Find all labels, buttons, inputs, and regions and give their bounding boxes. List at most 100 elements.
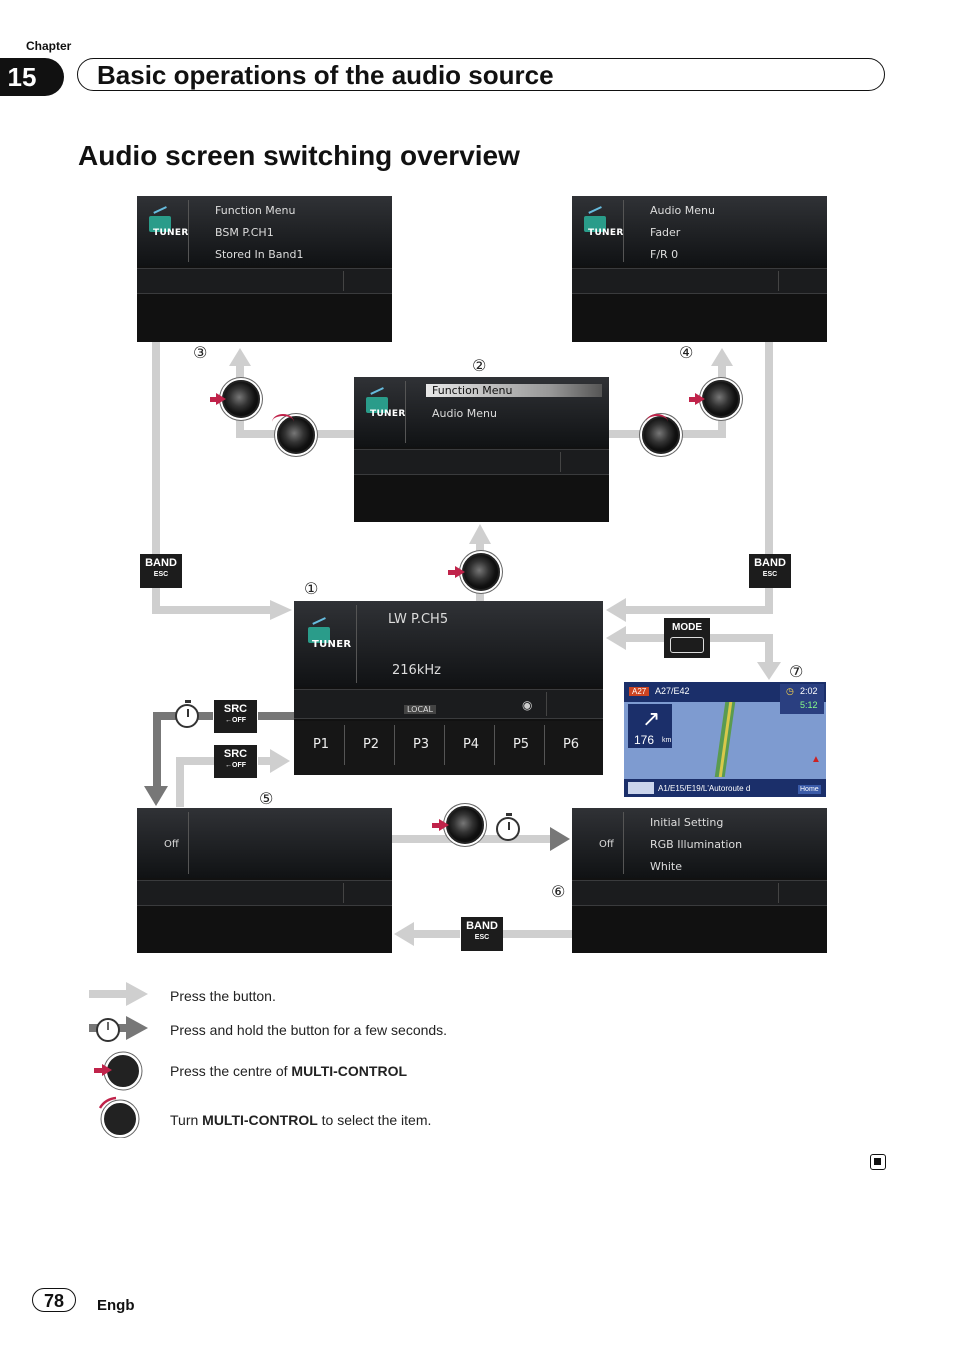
tuner-label: TUNER: [312, 639, 352, 650]
distance: 176: [634, 733, 655, 747]
red-arrow-stem: [448, 570, 456, 575]
menu-line: Audio Menu: [650, 204, 715, 217]
off-label: Off: [599, 839, 614, 850]
chapter-title: Basic operations of the audio source: [77, 58, 885, 91]
esc-label: ESC: [153, 571, 169, 578]
legend-turn-red-arc: [98, 1096, 117, 1109]
preset-button[interactable]: P1: [298, 725, 345, 765]
red-arrow-icon: [695, 393, 705, 405]
chapter-label: Chapter: [26, 39, 72, 53]
remaining-time: 5:12: [800, 700, 818, 710]
home-button[interactable]: Home: [798, 785, 821, 794]
menu-line: Fader: [650, 226, 681, 239]
screen-function-menu-bsm: TUNER Function Menu BSM P.CH1 Stored In …: [137, 196, 392, 342]
legend-turn-knob-ring: [100, 1099, 140, 1138]
rotation-arrow-icon: [272, 414, 294, 430]
end-of-section-icon: [870, 1154, 886, 1170]
timer-icon: [175, 700, 199, 728]
section-title: Audio screen switching overview: [78, 140, 520, 171]
legend-bold: MULTI-CONTROL: [202, 1112, 318, 1128]
tuner-label: TUNER: [370, 409, 406, 419]
legend-turn: Turn MULTI-CONTROL to select the item.: [170, 1112, 431, 1128]
menu-line: RGB Illumination: [650, 838, 743, 851]
turn-arrow-icon: ↗: [642, 706, 661, 731]
band-esc-button[interactable]: BAND ESC: [749, 554, 791, 588]
screen-navigation: A27 A27/E42 ◷ 2:02 5:12 ↗ 176 km ▲ A1/E1…: [624, 682, 826, 797]
tuner-label: TUNER: [588, 228, 624, 238]
src-label: SRC: [223, 748, 248, 760]
chapter-number-text: 15: [7, 62, 37, 92]
off-label: ←OFF: [225, 762, 246, 769]
preset-button[interactable]: P6: [562, 737, 580, 752]
menu-line-selected: Function Menu: [426, 384, 602, 397]
clock-icon: ◷: [786, 686, 794, 696]
arrowhead: [757, 662, 781, 680]
step-marker: ①: [304, 581, 319, 598]
arrowhead: [229, 348, 251, 366]
legend-icons: [89, 982, 148, 1138]
legend-press-centre: Press the centre of MULTI-CONTROL: [170, 1063, 407, 1079]
red-arrow-stem: [689, 397, 697, 402]
screen-off: Off: [137, 808, 392, 953]
tuner-label: TUNER: [153, 228, 189, 238]
legend-press: Press the button.: [170, 988, 276, 1004]
red-arrow-stem: [432, 823, 440, 828]
red-arrow-icon: [455, 566, 465, 578]
arrival-time: 2:02: [800, 686, 818, 696]
preset-button[interactable]: P2: [348, 725, 395, 765]
multi-control-press-icon: [702, 380, 740, 418]
screen-audio-menu-fader: TUNER Audio Menu Fader F/R 0: [572, 196, 827, 342]
legend-press-arrowhead: [126, 982, 148, 1006]
preset-button[interactable]: P3: [398, 725, 445, 765]
arrowhead: [469, 524, 491, 544]
legend-hold-arrowhead: [126, 1016, 148, 1040]
arrowhead: [711, 348, 733, 366]
arrowhead: [144, 786, 168, 806]
frequency: 216kHz: [392, 663, 441, 678]
menu-line: Stored In Band1: [215, 248, 304, 261]
screen-tuner-main: TUNER LW P.CH5 216kHz LOCAL ◉ P1 P2 P3 P…: [294, 601, 603, 775]
esc-label: ESC: [762, 571, 778, 578]
street-name: A1/E15/E19/L'Autoroute d: [658, 784, 751, 793]
src-off-button[interactable]: SRC ←OFF: [214, 745, 257, 778]
multi-control-press-icon: [222, 380, 260, 418]
mode-key-icon: [670, 637, 704, 653]
screen-initial-setting: Off Initial Setting RGB Illumination Whi…: [572, 808, 827, 953]
preset-button[interactable]: P4: [448, 725, 495, 765]
band-esc-button[interactable]: BAND ESC: [140, 554, 182, 588]
menu-line: F/R 0: [650, 248, 679, 261]
step-marker: ⑦: [789, 664, 804, 681]
legend-turn-knob: [102, 1101, 138, 1137]
esc-label: ESC: [474, 934, 490, 941]
distance-unit: km: [662, 737, 672, 744]
red-arrow-icon: [439, 819, 449, 831]
mode-label: MODE: [672, 622, 702, 633]
legend-bold: MULTI-CONTROL: [291, 1063, 408, 1079]
band-label: BAND: [466, 920, 498, 932]
road-badge: A27: [629, 687, 650, 696]
step-marker: ③: [193, 345, 208, 362]
road-name: A27/E42: [655, 686, 690, 696]
menu-line: Initial Setting: [650, 816, 724, 829]
multi-control-press-icon: [462, 553, 500, 591]
chapter-number: 15: [0, 58, 64, 96]
band-esc-button[interactable]: BAND ESC: [461, 917, 503, 951]
step-marker: ⑤: [259, 791, 274, 808]
page-number: 78: [32, 1288, 76, 1312]
step-marker: ②: [472, 358, 487, 375]
arrowhead: [270, 600, 292, 620]
menu-line: White: [650, 860, 682, 873]
preset-button[interactable]: P5: [498, 725, 545, 765]
red-arrow-stem: [210, 397, 218, 402]
language-code: Engb: [97, 1297, 135, 1314]
signal-icon: ◉: [522, 698, 533, 712]
off-label: Off: [164, 839, 179, 850]
src-off-button[interactable]: SRC ←OFF: [214, 700, 257, 733]
band-label: BAND: [754, 557, 786, 569]
rotation-arrow-icon: [646, 414, 668, 430]
arrowhead: [606, 598, 626, 622]
compass-icon: ▲: [811, 754, 821, 765]
mode-button[interactable]: MODE: [664, 618, 710, 658]
local-indicator: LOCAL: [404, 705, 436, 714]
